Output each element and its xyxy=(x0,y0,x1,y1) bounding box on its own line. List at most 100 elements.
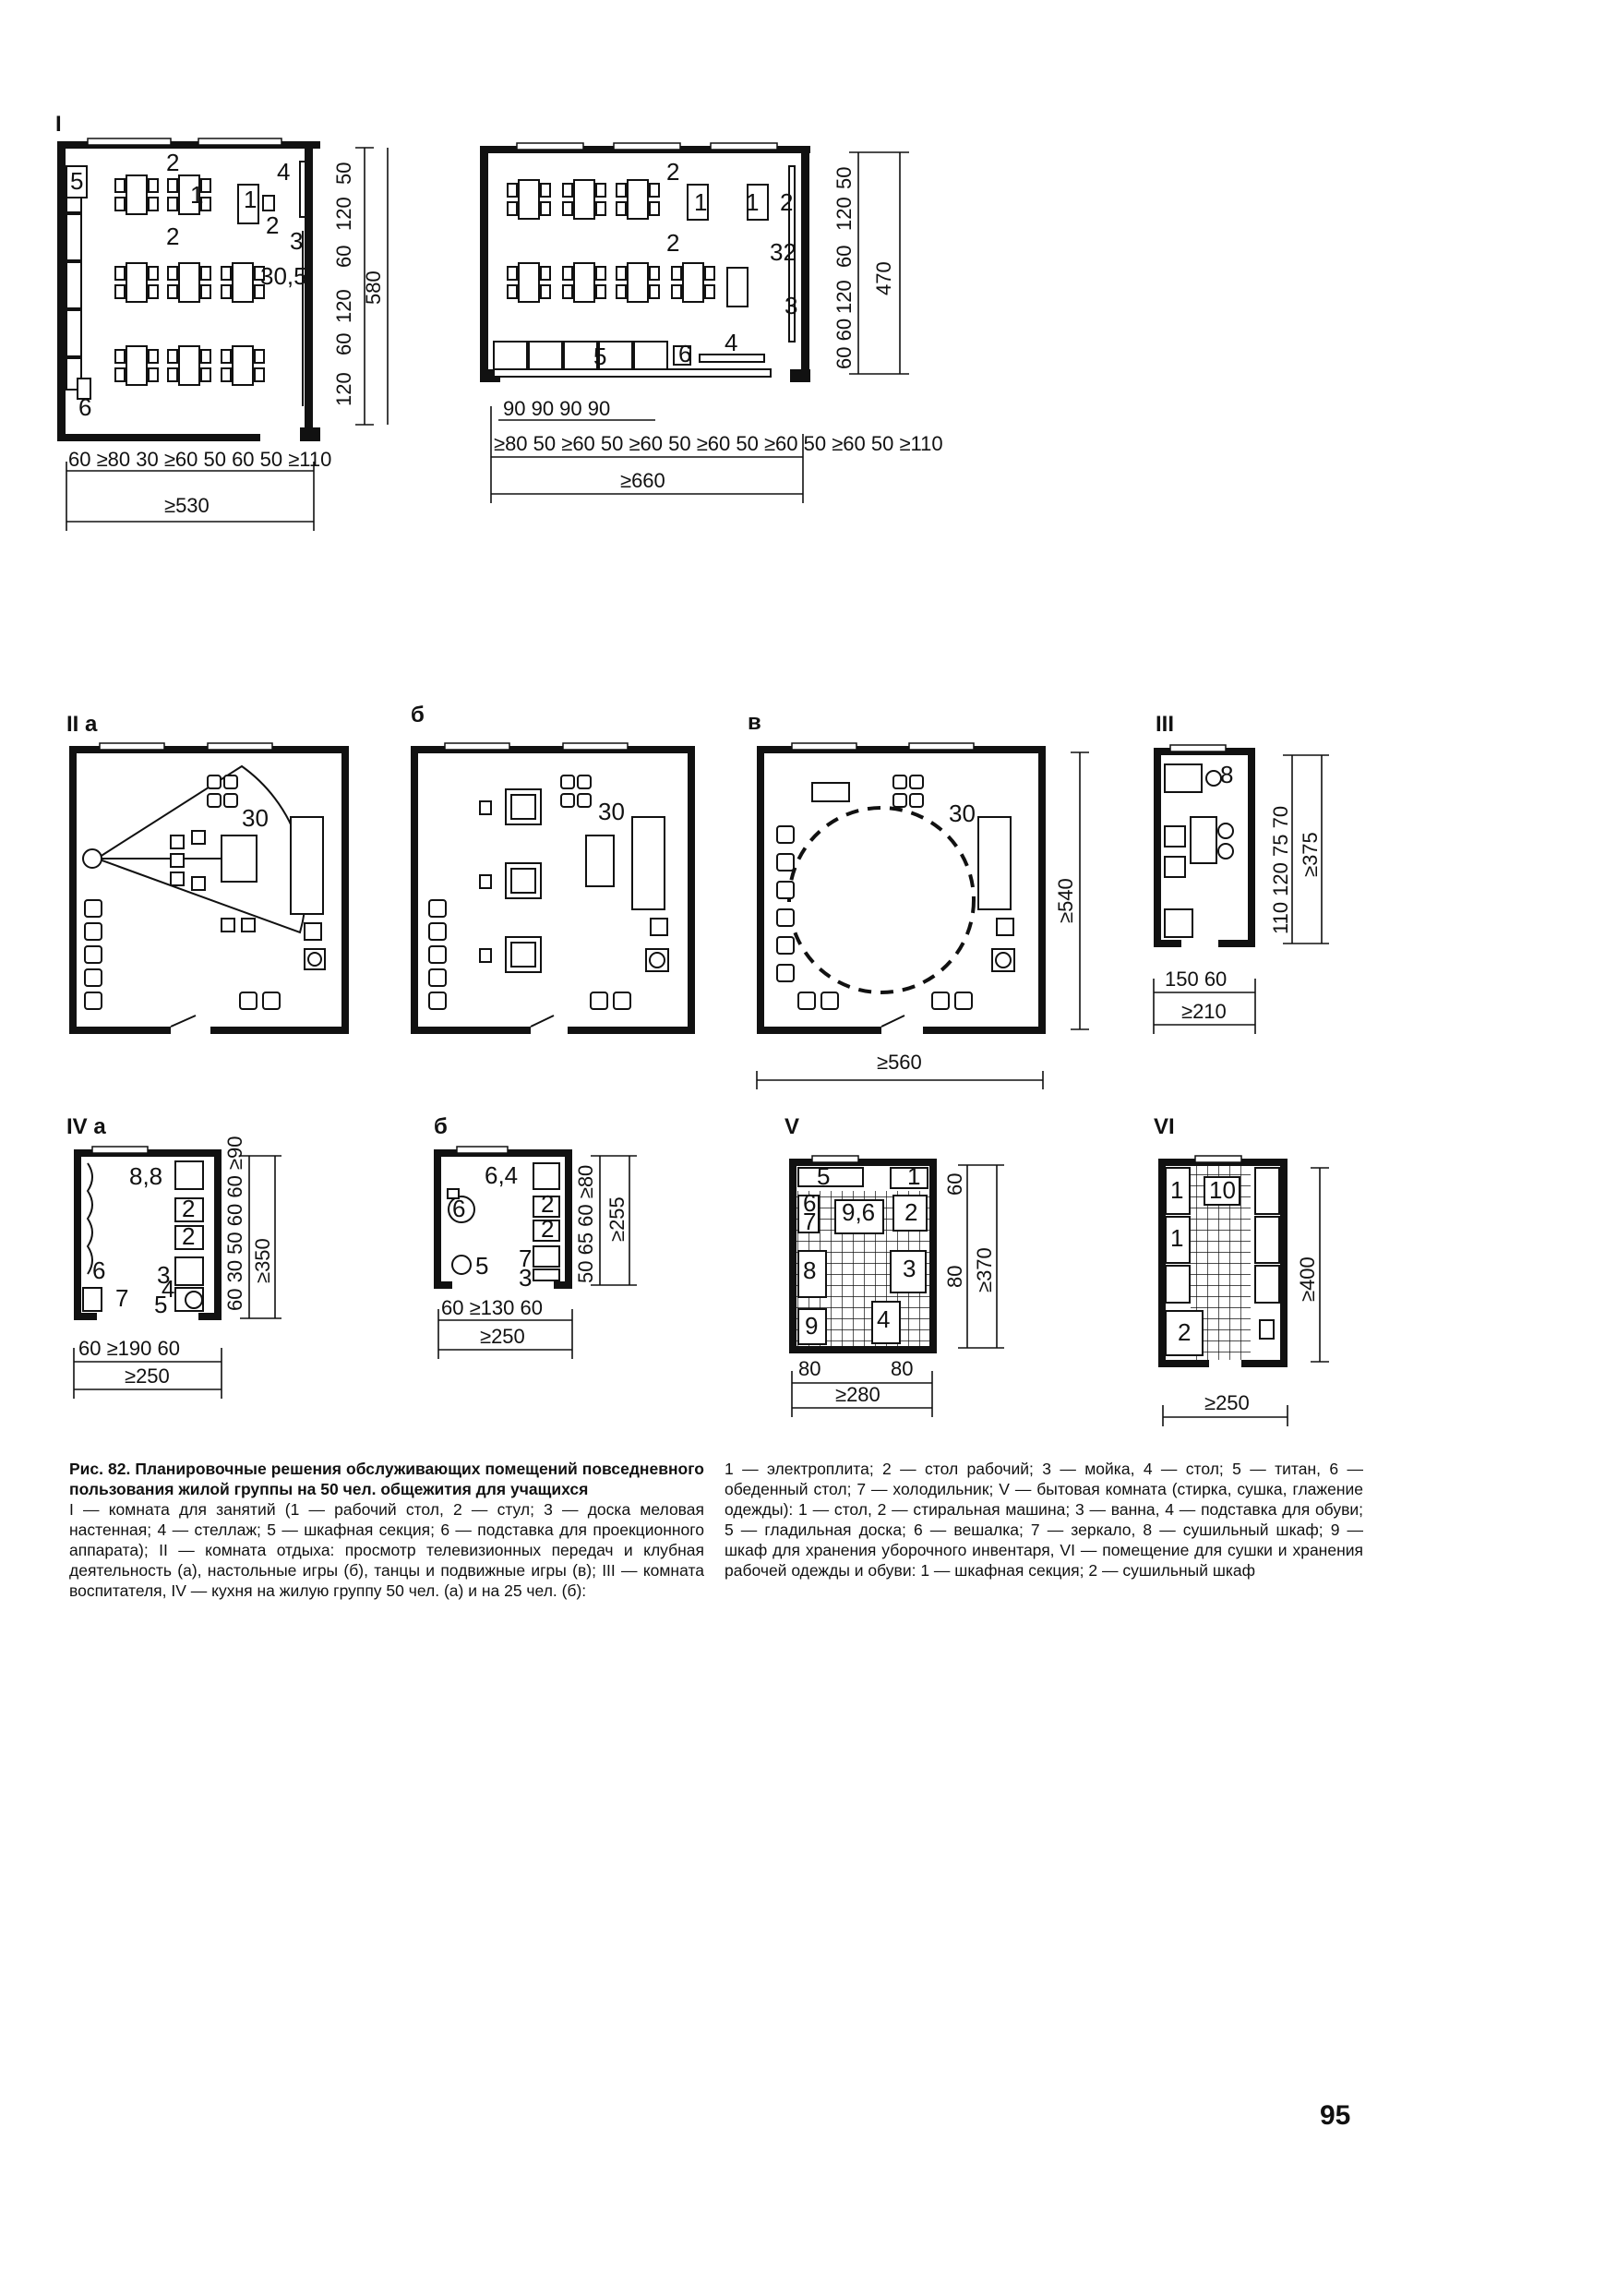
plan-II-c-label: в xyxy=(748,710,761,735)
plan-IV-a-label: IV а xyxy=(66,1114,106,1139)
plan-II-width: ≥560 xyxy=(877,1051,922,1074)
svg-text:60 ≥80 30 ≥60 50 60 50 ≥110: 60 ≥80 30 ≥60 50 60 50 ≥110 xyxy=(68,448,331,471)
svg-text:50: 50 xyxy=(332,162,355,185)
svg-text:6,4: 6,4 xyxy=(485,1161,518,1189)
svg-text:32: 32 xyxy=(770,238,797,266)
plan-III-overall: ≥210 xyxy=(1181,1000,1227,1023)
svg-text:1: 1 xyxy=(694,188,707,216)
svg-text:9,6: 9,6 xyxy=(842,1198,875,1226)
plan-I-room-b: 2 1 1 2 2 32 3 5 6 4 50 120 60 120 60 60… xyxy=(480,142,943,503)
svg-text:5: 5 xyxy=(817,1162,830,1190)
svg-text:2: 2 xyxy=(266,211,279,239)
svg-text:2: 2 xyxy=(666,158,679,186)
svg-text:6: 6 xyxy=(452,1195,465,1222)
caption-left-body: I — комната для занятий (1 — рабочий сто… xyxy=(69,1500,704,1600)
svg-text:60: 60 xyxy=(332,246,355,268)
plan-II-a-area: 30 xyxy=(242,804,269,832)
plan-V-total: ≥370 xyxy=(973,1247,996,1292)
svg-text:3: 3 xyxy=(290,227,303,255)
svg-text:150 60: 150 60 xyxy=(1165,968,1227,991)
caption-left-column: Рис. 82. Планировочные решения обслужива… xyxy=(69,1459,704,1601)
caption-title: Рис. 82. Планировочные решения обслужива… xyxy=(69,1460,704,1498)
svg-text:2: 2 xyxy=(904,1198,917,1226)
plan-IV-b-label: б xyxy=(434,1114,448,1139)
svg-text:2: 2 xyxy=(780,188,793,216)
svg-text:120: 120 xyxy=(332,372,355,406)
caption-right-column: 1 — электроплита; 2 — стол рабочий; 3 — … xyxy=(725,1459,1363,1581)
svg-text:2: 2 xyxy=(1178,1318,1191,1346)
svg-text:10: 10 xyxy=(1209,1176,1236,1204)
svg-text:4: 4 xyxy=(725,329,737,356)
svg-text:2: 2 xyxy=(166,222,179,250)
svg-text:2: 2 xyxy=(541,1215,554,1243)
svg-text:≥80 50 ≥60 50 ≥60 50 ≥60 50 ≥6: ≥80 50 ≥60 50 ≥60 50 ≥60 50 ≥60 50 ≥60 5… xyxy=(494,432,943,455)
svg-text:50: 50 xyxy=(832,167,856,189)
svg-text:4: 4 xyxy=(162,1275,174,1303)
plan-IV-b-total: ≥255 xyxy=(605,1196,629,1242)
svg-text:470: 470 xyxy=(872,261,895,295)
svg-text:30,5: 30,5 xyxy=(260,262,307,290)
svg-text:7: 7 xyxy=(519,1244,532,1272)
svg-text:2: 2 xyxy=(541,1190,554,1218)
page-number: 95 xyxy=(1320,2100,1351,2131)
svg-text:30: 30 xyxy=(598,798,625,825)
plan-IV-a-overall: ≥250 xyxy=(125,1364,170,1388)
svg-text:5: 5 xyxy=(593,343,606,370)
plan-I-a-overall: ≥530 xyxy=(164,494,210,517)
svg-text:6: 6 xyxy=(803,1189,816,1217)
plan-II-c: в 30 ≥540 ≥560 xyxy=(748,710,1089,1089)
caption-right-body: 1 — электроплита; 2 — стол рабочий; 3 — … xyxy=(725,1460,1363,1580)
plan-IV-a: IV а 8,8 2 2 3 4 5 6 7 60 30 50 60 60 ≥9… xyxy=(66,1114,281,1399)
svg-text:4: 4 xyxy=(277,158,290,186)
plan-II-b: б 30 xyxy=(411,703,695,1034)
plan-VI: VI 1 10 1 2 ≥400 ≥250 xyxy=(1154,1114,1329,1426)
svg-text:1: 1 xyxy=(190,181,203,209)
plan-V: V 5 1 6 7 9,6 2 8 3 9 4 60 80 ≥370 80 80 xyxy=(785,1114,1004,1417)
svg-text:110 120 75 70: 110 120 75 70 xyxy=(1269,806,1292,934)
svg-text:60 30 50 60 60 ≥90: 60 30 50 60 60 ≥90 xyxy=(223,1136,246,1311)
plan-I-label: I xyxy=(55,112,62,137)
svg-text:80: 80 xyxy=(798,1357,820,1380)
plan-III: III 8 110 120 75 70 ≥375 150 60 ≥210 xyxy=(1153,712,1329,1034)
svg-text:2: 2 xyxy=(166,149,179,176)
svg-text:80: 80 xyxy=(943,1266,966,1288)
plan-V-overall: ≥280 xyxy=(835,1383,880,1406)
svg-text:2: 2 xyxy=(182,1195,195,1222)
plan-III-label: III xyxy=(1156,712,1174,737)
svg-text:120: 120 xyxy=(332,289,355,323)
svg-text:1: 1 xyxy=(907,1162,920,1190)
svg-text:3: 3 xyxy=(903,1255,916,1282)
svg-text:6: 6 xyxy=(78,393,91,421)
plan-IV-b: б 6,4 6 2 2 7 3 5 50 65 60 ≥80 ≥255 60 ≥… xyxy=(434,1114,637,1359)
plan-I-room-a: I 5 2 1 2 4 1 2 xyxy=(55,112,389,531)
svg-text:60: 60 xyxy=(832,246,856,268)
svg-text:2: 2 xyxy=(182,1222,195,1250)
svg-text:8,8: 8,8 xyxy=(129,1162,162,1190)
svg-text:50 65 60 ≥80: 50 65 60 ≥80 xyxy=(574,1165,597,1283)
svg-text:9: 9 xyxy=(805,1312,818,1340)
plan-V-label: V xyxy=(785,1114,799,1139)
plan-II-height: ≥540 xyxy=(1054,878,1077,923)
svg-text:90 90 90 90: 90 90 90 90 xyxy=(503,397,610,420)
svg-text:1: 1 xyxy=(746,188,759,216)
svg-text:3: 3 xyxy=(519,1264,532,1292)
svg-text:120: 120 xyxy=(832,280,856,314)
svg-text:60 ≥190 60: 60 ≥190 60 xyxy=(78,1337,180,1360)
svg-text:5: 5 xyxy=(475,1252,488,1280)
svg-text:2: 2 xyxy=(666,229,679,257)
plan-II-b-label: б xyxy=(411,703,425,727)
plan-III-number: 8 xyxy=(1220,761,1233,788)
svg-text:4: 4 xyxy=(877,1305,890,1333)
plan-III-total: ≥375 xyxy=(1299,832,1322,877)
svg-text:3: 3 xyxy=(157,1261,170,1289)
svg-text:60 ≥130 60: 60 ≥130 60 xyxy=(441,1296,543,1319)
svg-text:7: 7 xyxy=(115,1284,128,1312)
plan-VI-label: VI xyxy=(1154,1114,1175,1139)
plan-IV-b-overall: ≥250 xyxy=(480,1325,525,1348)
floor-plans-figure: I 5 2 1 2 4 1 2 xyxy=(55,112,1329,1426)
plan-IV-a-total: ≥350 xyxy=(251,1238,274,1283)
plan-VI-overall: ≥250 xyxy=(1204,1391,1250,1414)
svg-text:80: 80 xyxy=(891,1357,913,1380)
svg-text:1: 1 xyxy=(244,186,257,213)
svg-text:1: 1 xyxy=(1170,1176,1183,1204)
